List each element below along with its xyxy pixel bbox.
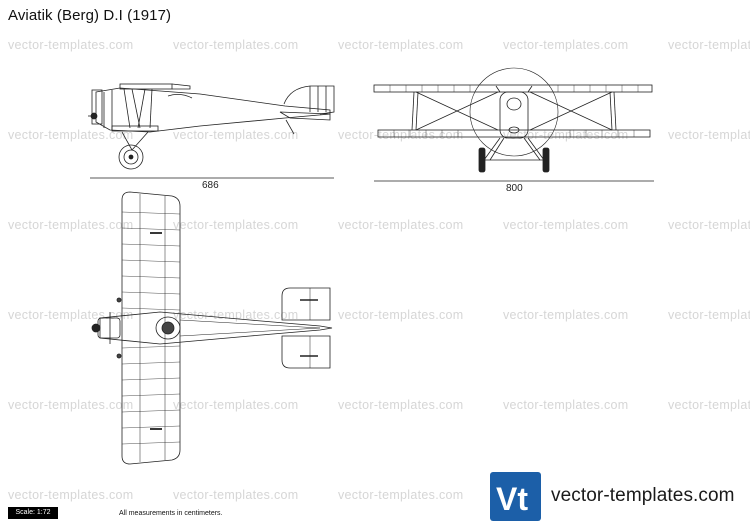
watermark: vector-templates.com xyxy=(8,488,134,502)
logo-text: vector-templates.com xyxy=(551,485,735,506)
watermark: vector-templates.com xyxy=(173,128,299,142)
watermark: vector-templates.com xyxy=(173,308,299,322)
watermark: vector-templates.com xyxy=(338,398,464,412)
watermark: vector-templates.com xyxy=(8,308,134,322)
watermark: vector-templates.com xyxy=(173,488,299,502)
watermark: vector-templates.com xyxy=(668,398,750,412)
watermark: vector-templates.com xyxy=(503,218,629,232)
watermark: vector-templates.com xyxy=(8,128,134,142)
top-wing-ribs xyxy=(121,211,181,445)
scale-label: Scale: 1:72 xyxy=(8,507,58,519)
top-view xyxy=(91,191,333,465)
watermark: vector-templates.com xyxy=(668,128,750,142)
watermark-row: vector-templates.com vector-templates.com… xyxy=(0,486,750,502)
watermark: vector-templates.com xyxy=(338,38,464,52)
watermark: vector-templates.com xyxy=(8,218,134,232)
front-view xyxy=(373,67,654,182)
watermark: vector-templates.com xyxy=(668,308,750,322)
wing-ribs xyxy=(389,85,639,137)
measurements-note: All measurements in centimeters. xyxy=(119,510,223,517)
watermark: vector-templates.com xyxy=(8,38,134,52)
watermark: vector-templates.com xyxy=(503,308,629,322)
watermark-row: vector-templates.com vector-templates.com… xyxy=(0,396,750,412)
side-view xyxy=(88,83,335,179)
watermark: vector-templates.com xyxy=(338,128,464,142)
logo-mark: Vt xyxy=(496,481,528,517)
watermark: vector-templates.com xyxy=(503,398,629,412)
watermark: vector-templates.com xyxy=(338,308,464,322)
watermark: vector-templates.com xyxy=(173,38,299,52)
logo-icon: Vt xyxy=(490,472,541,521)
watermark: vector-templates.com xyxy=(503,128,629,142)
watermark-row: vector-templates.com vector-templates.com… xyxy=(0,216,750,232)
watermark-row: vector-templates.com vector-templates.com… xyxy=(0,36,750,52)
watermark: vector-templates.com xyxy=(8,398,134,412)
watermark: vector-templates.com xyxy=(173,218,299,232)
watermark: vector-templates.com xyxy=(338,218,464,232)
watermark: vector-templates.com xyxy=(503,38,629,52)
page-title: Aviatik (Berg) D.I (1917) xyxy=(8,7,172,24)
watermark: vector-templates.com xyxy=(338,488,464,502)
watermark: vector-templates.com xyxy=(173,398,299,412)
watermark: vector-templates.com xyxy=(668,38,750,52)
front-span-label: 800 xyxy=(506,183,523,194)
watermark: vector-templates.com xyxy=(668,218,750,232)
side-length-label: 686 xyxy=(202,180,219,191)
watermark-row: vector-templates.com vector-templates.com… xyxy=(0,126,750,142)
watermark-row: vector-templates.com vector-templates.com… xyxy=(0,306,750,322)
